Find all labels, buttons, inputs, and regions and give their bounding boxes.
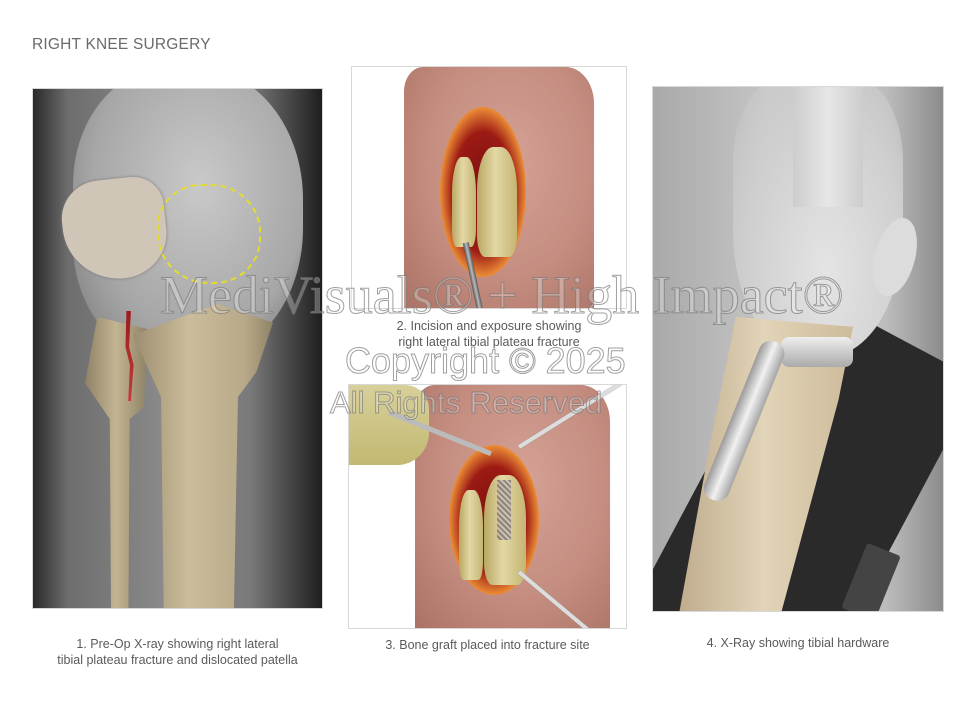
caption-line: 3. Bone graft placed into fracture site [385, 638, 590, 652]
caption-line: right lateral tibial plateau fracture [398, 335, 580, 349]
plate-head [781, 337, 853, 367]
incision-illustration-panel [351, 66, 627, 309]
caption-panel-4: 4. X-Ray showing tibial hardware [652, 635, 944, 651]
patella-original-position-outline [157, 184, 261, 284]
postop-xray-panel [652, 86, 944, 612]
fibula-shape [85, 317, 147, 608]
caption-line: 1. Pre-Op X-ray showing right lateral [76, 637, 279, 651]
caption-panel-3: 3. Bone graft placed into fracture site [348, 637, 627, 653]
caption-line: tibial plateau fracture and dislocated p… [57, 653, 298, 667]
tibia-shape [133, 304, 273, 608]
fibula-head [452, 157, 476, 247]
fracture-line [125, 311, 134, 401]
preop-xray-panel [32, 88, 323, 609]
femur-shaft [793, 87, 863, 207]
bone-graft [497, 480, 511, 540]
page-title: RIGHT KNEE SURGERY [32, 36, 211, 53]
caption-panel-2: 2. Incision and exposure showing right l… [351, 318, 627, 350]
fibula-head [459, 490, 483, 580]
tibial-plateau [477, 147, 517, 257]
bone-graft-illustration-panel [348, 384, 627, 629]
caption-line: 4. X-Ray showing tibial hardware [706, 636, 890, 650]
caption-panel-1: 1. Pre-Op X-ray showing right lateral ti… [32, 636, 323, 668]
caption-line: 2. Incision and exposure showing [396, 319, 582, 333]
